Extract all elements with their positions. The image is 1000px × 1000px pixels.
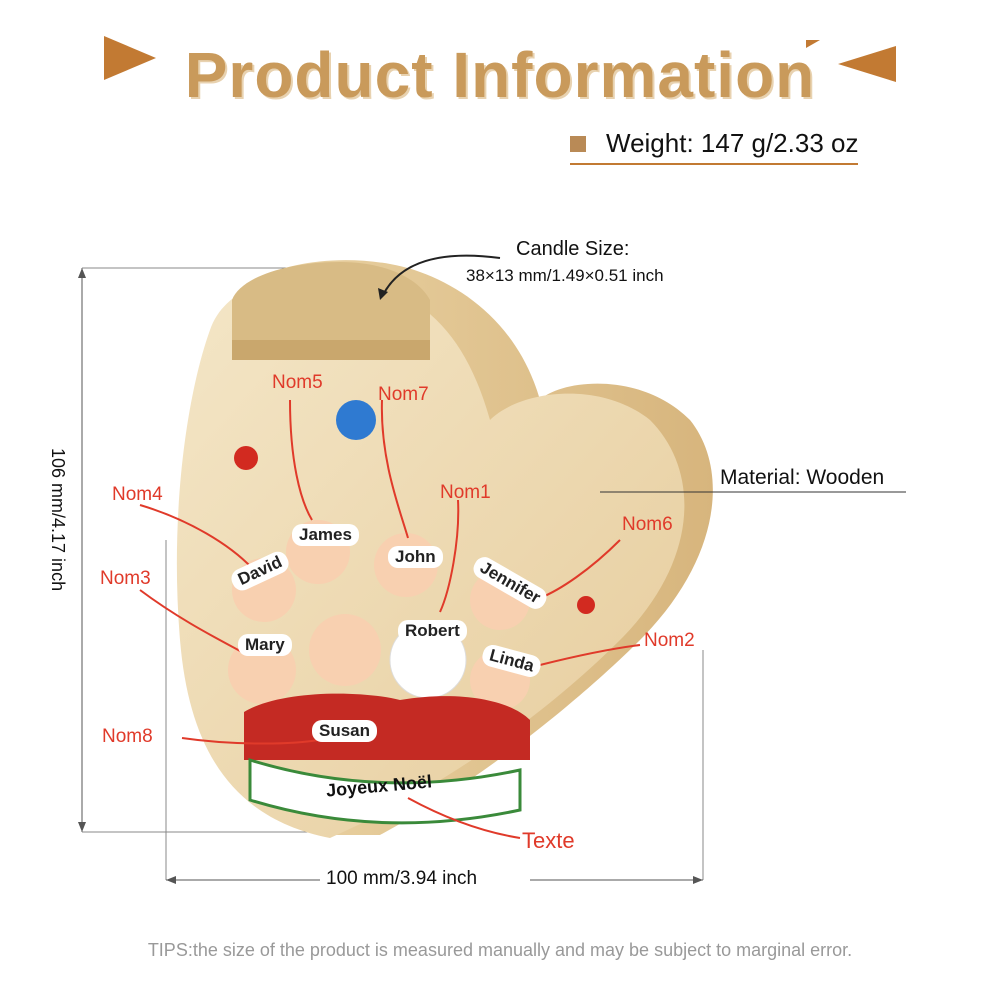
label-texte: Texte [522, 828, 575, 853]
height-arrow-top [78, 268, 86, 278]
width-dimension-label: 100 mm/3.94 inch [326, 868, 478, 889]
label-nom5: Nom5 [272, 372, 323, 393]
nameplate-john: John [388, 546, 443, 568]
nom5-line [289, 399, 313, 521]
height-arrow-bottom [78, 822, 86, 832]
ornament-blue [336, 400, 376, 440]
label-nom2: Nom2 [644, 630, 695, 651]
candle-slot [232, 262, 430, 360]
decorative-triangle-small [806, 40, 820, 48]
nom1-line [439, 499, 460, 613]
nom4-line [139, 504, 253, 569]
banner-ribbon [248, 757, 522, 825]
weight-info: Weight: 147 g/2.33 oz [570, 128, 859, 165]
nameplate-susan: Susan [312, 720, 378, 742]
figures-bodies [244, 693, 530, 760]
leader-lines [139, 399, 641, 839]
nameplate-james: James [292, 524, 359, 546]
ornament-red-2 [577, 596, 595, 614]
label-nom6: Nom6 [622, 514, 673, 535]
weight-text: Weight: 147 g/2.33 oz [606, 128, 859, 158]
label-nom8: Nom8 [102, 726, 153, 747]
nameplate-mary: Mary [238, 634, 292, 656]
page-title: Product Information [184, 39, 816, 111]
candle-pointer-line [382, 254, 501, 296]
candle-slot-bottom [232, 340, 430, 360]
width-arrow-left [166, 876, 176, 884]
square-bullet-icon [570, 135, 586, 152]
texte-line [407, 797, 521, 839]
label-nom1: Nom1 [440, 482, 491, 503]
decorative-triangle-right [838, 46, 896, 82]
label-nom3: Nom3 [100, 568, 151, 589]
candle-size-value: 38×13 mm/1.49×0.51 inch [466, 266, 664, 285]
height-dimension-label: 106 mm/4.17 inch [48, 448, 68, 592]
label-nom4: Nom4 [112, 484, 163, 505]
decorative-triangle-left [104, 36, 156, 80]
nom8-line [181, 737, 319, 745]
candle-size-title: Candle Size: [516, 238, 630, 260]
width-arrow-right [693, 876, 703, 884]
nom3-line [139, 589, 243, 653]
figure-susan [309, 614, 381, 686]
candle-pointer-arrow [378, 288, 388, 300]
nameplate-robert: Robert [398, 620, 467, 642]
label-nom7: Nom7 [378, 384, 429, 405]
nom7-line [380, 399, 409, 539]
material-label: Material: Wooden [720, 466, 885, 489]
nom2-line [539, 644, 641, 666]
ornament-red-1 [234, 446, 258, 470]
tips-note: TIPS:the size of the product is measured… [147, 940, 853, 960]
